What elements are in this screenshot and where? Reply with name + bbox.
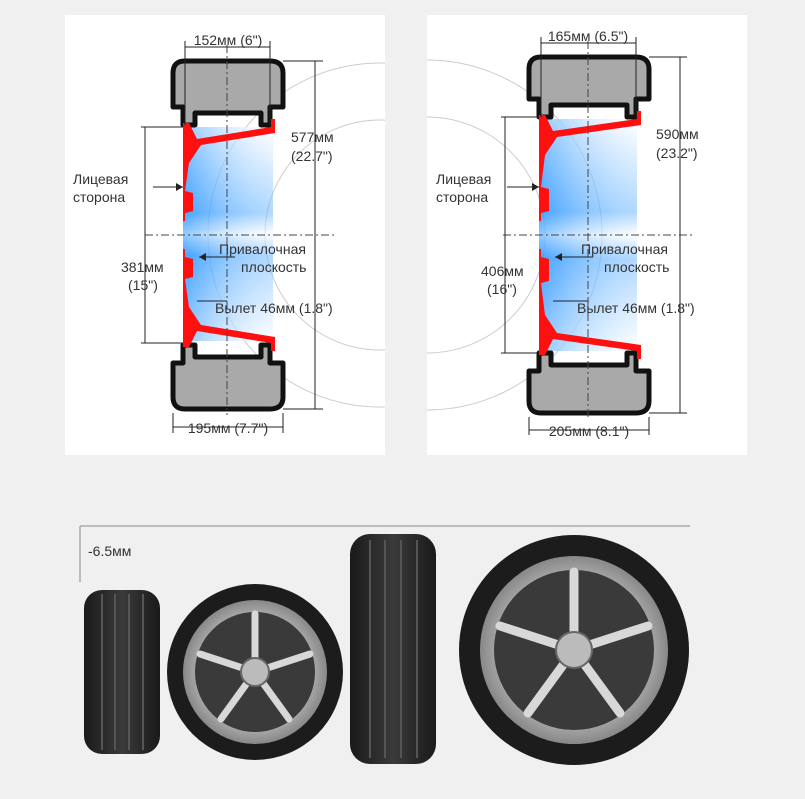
tire-bottom-section <box>170 342 286 412</box>
tire-diameter-mm-label: 577мм <box>291 129 334 145</box>
rim-width-label: 165мм (6.5") <box>547 28 629 44</box>
wheel-side-16in <box>459 535 689 765</box>
rim-diameter-in-label: (16") <box>487 281 517 297</box>
tire-bottom-section <box>526 350 652 416</box>
offset-label: Вылет 46мм (1.8") <box>577 300 695 316</box>
mount-plane-label-1: Привалочная <box>581 241 668 257</box>
tire-width-label: 195мм (7.7") <box>187 420 269 436</box>
face-side-label-1: Лицевая <box>73 171 129 187</box>
tire-top-section <box>526 54 652 120</box>
tire-top-section <box>170 58 286 128</box>
wheel-cross-section-16in <box>427 37 695 435</box>
tire-tread-15in <box>84 590 160 754</box>
face-side-label-2: сторона <box>73 189 126 205</box>
wheel-cross-section-15in <box>141 41 385 433</box>
wheel-diagram-16in: 165мм (6.5") 590мм (23.2") Лицевая сторо… <box>427 15 747 455</box>
rim-diameter-in-label: (15") <box>128 277 158 293</box>
mount-plane-label-1: Привалочная <box>219 241 306 257</box>
offset-label: Вылет 46мм (1.8") <box>215 300 333 316</box>
rim-outline-circle <box>427 116 546 354</box>
tire-width-label: 205мм (8.1") <box>548 423 630 439</box>
mount-plane-label-2: плоскость <box>241 259 307 275</box>
wheels-comparison-illustration <box>79 525 690 765</box>
tire-tread-16in <box>350 534 436 764</box>
offset-difference-label: -6.5мм <box>88 543 132 559</box>
tire-diameter-in-label: (22.7") <box>291 148 333 164</box>
wheel-diagram-15in: 152мм (6") 577мм (22.7") Лицевая сторона… <box>65 15 385 455</box>
rim-diameter-mm-label: 381мм <box>121 259 164 275</box>
rim-profile-bottom <box>539 249 641 359</box>
mount-plane-label-2: плоскость <box>604 259 670 275</box>
face-side-label-1: Лицевая <box>436 171 492 187</box>
tire-diameter-mm-label: 590мм <box>656 126 699 142</box>
tire-diameter-in-label: (23.2") <box>656 145 698 161</box>
face-side-label-2: сторона <box>436 189 489 205</box>
rim-profile-top <box>539 111 641 221</box>
rim-width-label: 152мм (6") <box>193 32 263 48</box>
rim-profile-bottom <box>183 249 275 351</box>
wheel-side-15in <box>167 584 343 760</box>
rim-profile-top <box>183 119 275 221</box>
rim-diameter-mm-label: 406мм <box>481 263 524 279</box>
